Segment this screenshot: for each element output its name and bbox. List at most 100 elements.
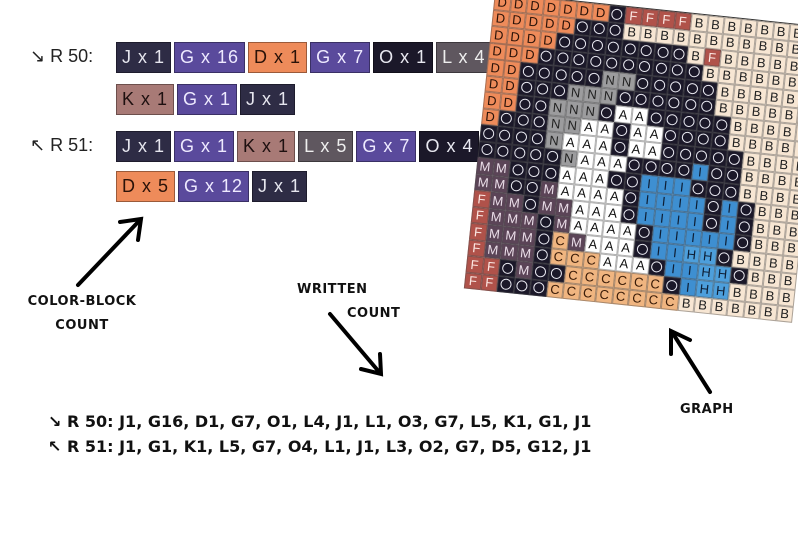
graph-cell <box>702 214 721 233</box>
graph-cell: M <box>485 224 504 243</box>
graph-cell <box>715 248 734 267</box>
graph-cell: I <box>649 241 668 260</box>
graph-cell <box>535 63 554 82</box>
graph-cell: B <box>717 66 736 85</box>
graph-cell <box>620 205 639 224</box>
graph-cell: B <box>782 239 798 258</box>
graph-cell: A <box>561 132 580 152</box>
graph-cell: A <box>579 118 598 137</box>
graph-cell <box>607 170 626 190</box>
graph-cell: F <box>673 11 692 31</box>
graph-cell: B <box>731 250 750 269</box>
graph-cell <box>513 111 533 130</box>
graph-cell: B <box>721 33 740 52</box>
color-block: J x 1 <box>116 131 172 162</box>
graph-cell <box>547 264 566 283</box>
graph-cell: H <box>695 279 714 298</box>
graph-cell: C <box>545 280 565 299</box>
graph-cell: A <box>595 119 615 139</box>
graph-cell: I <box>700 230 719 249</box>
graph-cell <box>736 201 755 220</box>
graph-cell: B <box>792 140 798 159</box>
graph-cell: C <box>564 265 583 285</box>
graph-cell <box>602 54 621 73</box>
graph-cell: M <box>501 226 520 245</box>
graph-cell: B <box>753 202 772 221</box>
graph-cell <box>612 121 631 140</box>
graph-cell: A <box>628 123 647 142</box>
graph-cell <box>496 275 515 294</box>
graph-cell: B <box>744 284 763 304</box>
graph-cell <box>530 113 549 132</box>
graph-cell: B <box>741 151 761 171</box>
color-block: K x 1 <box>237 131 296 162</box>
graph-cell: B <box>655 26 674 45</box>
graph-cell: B <box>743 135 762 154</box>
graph-cell: N <box>563 116 582 135</box>
graph-cell <box>604 37 623 57</box>
graph-cell: B <box>746 268 765 287</box>
graph-cell: A <box>618 221 637 240</box>
graph-cell: A <box>605 187 624 206</box>
graph-cell: A <box>631 256 650 275</box>
graph-cell: B <box>771 188 790 207</box>
graph-cell: B <box>758 153 777 172</box>
graph-cell: D <box>481 107 500 126</box>
graph-cell: H <box>682 245 701 264</box>
graph-cell: H <box>698 246 717 266</box>
graph-cell: D <box>575 1 594 20</box>
graph-cell <box>729 266 748 285</box>
graph-cell: F <box>467 239 486 258</box>
color-block: G x 1 <box>174 131 235 162</box>
arrowhead-written-count <box>359 352 384 377</box>
graph-cell: A <box>583 234 603 253</box>
graph-cell <box>541 163 560 183</box>
graph-cell: F <box>480 273 499 292</box>
color-block: G x 12 <box>178 171 250 202</box>
graph-cell <box>632 90 651 109</box>
graph-cell: B <box>778 122 797 141</box>
graph-cell: N <box>564 100 584 119</box>
graph-cell: B <box>752 53 771 72</box>
graph-cell: B <box>690 13 709 32</box>
color-block: G x 7 <box>310 42 371 73</box>
graph-cell: D <box>489 25 508 44</box>
graph-cell: C <box>646 274 665 293</box>
graph-cell: B <box>738 184 757 203</box>
graph-cell: M <box>514 260 533 279</box>
graph-cell: D <box>557 16 576 35</box>
graph-cell: C <box>629 272 648 291</box>
graph-cell: I <box>638 190 657 209</box>
graph-cell: N <box>581 101 600 120</box>
graph-cell: N <box>617 72 636 91</box>
graph-cell: I <box>664 259 683 278</box>
graph-cell: M <box>538 196 557 215</box>
graph-cell: H <box>711 281 730 300</box>
graph-cell: B <box>779 271 798 291</box>
graph-cell: B <box>766 71 786 90</box>
graph-cell: M <box>488 191 508 210</box>
graph-cell: N <box>548 98 567 117</box>
arrow-to-graph <box>670 330 712 394</box>
graph-cell: B <box>719 49 738 69</box>
written-count-r51: ↖ R 51: J1, G1, K1, L5, G7, O4, L1, J1, … <box>48 437 592 456</box>
graph-cell: I <box>665 243 685 262</box>
graph-cell <box>699 81 718 100</box>
graph-cell <box>641 157 660 177</box>
graph-cell: B <box>789 173 798 192</box>
graph-cell: B <box>747 102 766 121</box>
graph-cell: B <box>756 170 775 189</box>
color-block: J x 1 <box>116 42 172 73</box>
graph-cell: B <box>776 138 795 158</box>
graph-cell: M <box>475 157 495 176</box>
graph-cell: I <box>651 225 670 244</box>
graph-cell: M <box>567 233 586 252</box>
graph-cell: M <box>519 211 539 230</box>
graph-cell <box>606 21 625 40</box>
graph-cell: B <box>768 55 787 74</box>
color-block: D x 5 <box>116 171 176 202</box>
graph-cell: I <box>667 227 686 246</box>
graph-cell: I <box>687 195 706 215</box>
graph-cell: C <box>562 282 581 301</box>
graph-cell: I <box>718 215 737 234</box>
